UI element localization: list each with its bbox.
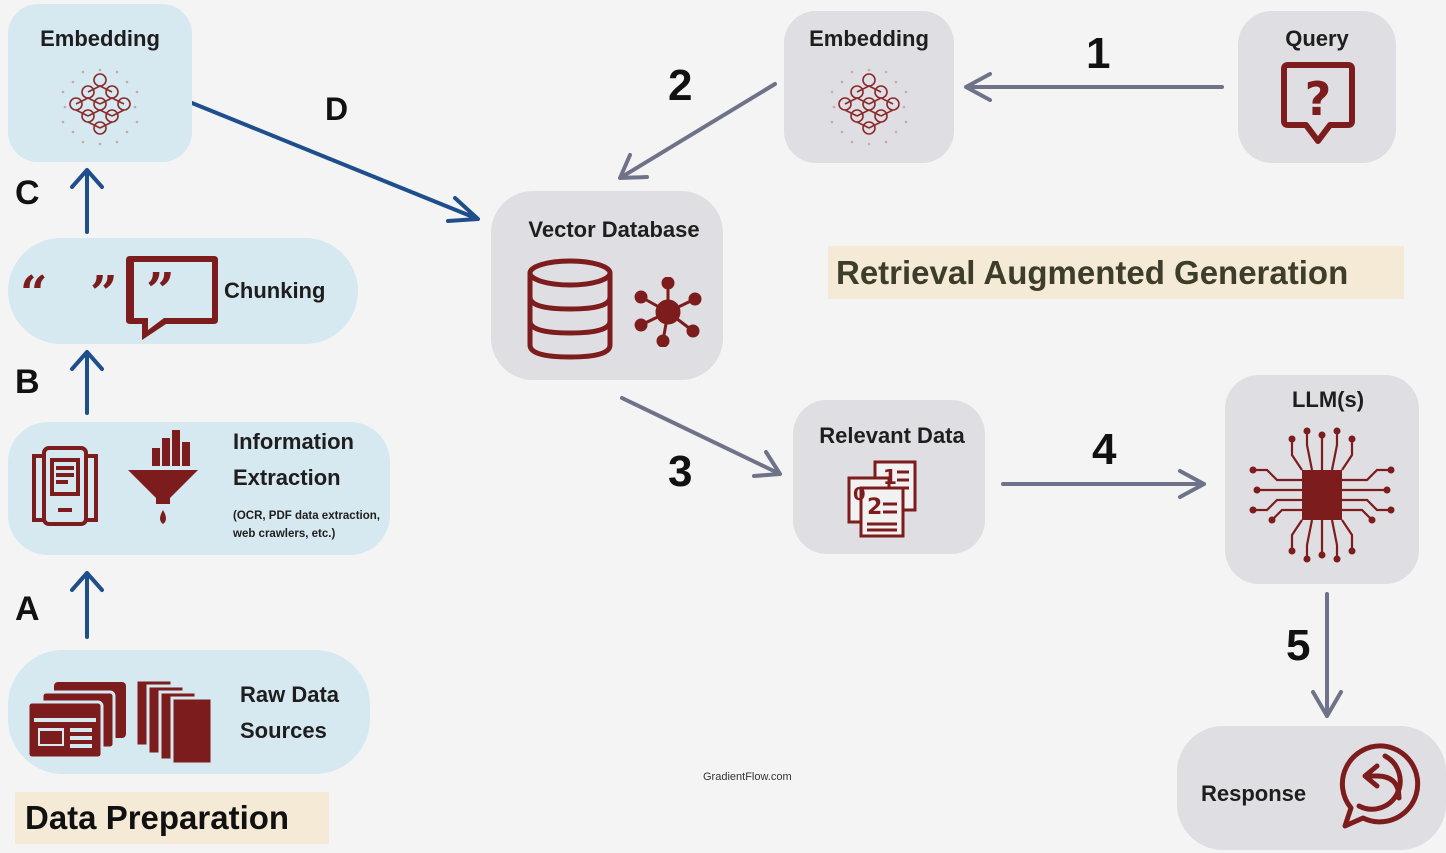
step-label-b: B: [15, 363, 40, 401]
raw-data-label-line1: Raw Data: [240, 682, 340, 707]
svg-text:0: 0: [853, 484, 866, 505]
raw-data-label-line2: Sources: [240, 718, 327, 743]
vector-database-node: Vector Database: [491, 191, 723, 380]
relevant-data-node: Relevant Data 1 0 2: [793, 400, 985, 554]
embedding-node-right: Embedding: [784, 11, 954, 163]
vector-database-label: Vector Database: [528, 217, 700, 242]
chunking-label: Chunking: [224, 278, 326, 303]
step-label-5: 5: [1286, 621, 1311, 670]
info-extraction-label-line1: Information: [233, 429, 354, 454]
arrow-b: [70, 350, 104, 415]
embedding-node-left: Embedding: [8, 4, 192, 162]
data-preparation-banner: Data Preparation: [15, 792, 329, 844]
quote-marks-icon: “ ” ”: [20, 256, 218, 340]
credit-text: GradientFlow.com: [703, 771, 792, 783]
arrow-3: [620, 396, 782, 478]
svg-text:?: ?: [1305, 72, 1332, 126]
reply-bubble-icon: [1339, 743, 1421, 829]
numbered-list-icon: 1 0 2: [847, 460, 917, 538]
svg-text:1: 1: [883, 465, 897, 489]
svg-text:”: ”: [146, 261, 175, 320]
stacked-pages-icon: [134, 678, 214, 766]
chip-icon: [1249, 427, 1395, 563]
chunking-node: “ ” ” Chunking: [8, 238, 358, 344]
info-extraction-node: Information Extraction (OCR, PDF data ex…: [8, 422, 390, 555]
neural-network-icon: [61, 68, 139, 146]
rag-title: Retrieval Augmented Generation: [836, 254, 1349, 291]
arrow-1: [964, 72, 1224, 102]
relevant-data-label: Relevant Data: [819, 423, 965, 448]
step-label-c: C: [15, 174, 40, 212]
embedding-label: Embedding: [809, 26, 929, 51]
document-scan-icon: [32, 446, 98, 526]
step-label-4: 4: [1092, 425, 1117, 474]
raw-data-node: Raw Data Sources: [8, 650, 370, 774]
svg-text:”: ”: [90, 266, 118, 322]
step-label-3: 3: [668, 447, 693, 496]
response-node: Response: [1177, 726, 1446, 850]
llm-node: LLM(s): [1225, 375, 1419, 584]
info-extraction-note-line2: web crawlers, etc.): [233, 528, 336, 540]
arrow-5: [1311, 592, 1343, 718]
rag-banner: Retrieval Augmented Generation: [828, 246, 1404, 299]
arrow-c: [70, 168, 104, 234]
query-node: Query ?: [1238, 11, 1396, 163]
embedding-label: Embedding: [40, 26, 160, 51]
response-label: Response: [1201, 781, 1307, 806]
svg-text:“: “: [20, 266, 48, 322]
info-extraction-note-line1: (OCR, PDF data extraction,: [233, 510, 380, 522]
step-label-1: 1: [1086, 29, 1111, 78]
funnel-chart-icon: [128, 430, 198, 524]
database-icon: [527, 258, 613, 360]
stacked-documents-icon: [26, 682, 126, 760]
arrow-d: [190, 101, 480, 223]
neural-network-icon: [830, 68, 908, 146]
arrow-4: [1001, 469, 1206, 499]
question-bubble-icon: ?: [1281, 62, 1355, 144]
step-label-2: 2: [668, 61, 693, 110]
network-node-icon: [634, 277, 702, 347]
llm-label: LLM(s): [1291, 387, 1365, 412]
arrow-a: [70, 571, 104, 639]
svg-text:2: 2: [867, 495, 882, 520]
step-label-a: A: [15, 590, 40, 628]
step-label-d: D: [325, 91, 349, 127]
query-label: Query: [1285, 26, 1349, 51]
arrow-2: [618, 82, 777, 180]
info-extraction-label-line2: Extraction: [233, 465, 341, 490]
data-preparation-title: Data Preparation: [25, 799, 290, 836]
